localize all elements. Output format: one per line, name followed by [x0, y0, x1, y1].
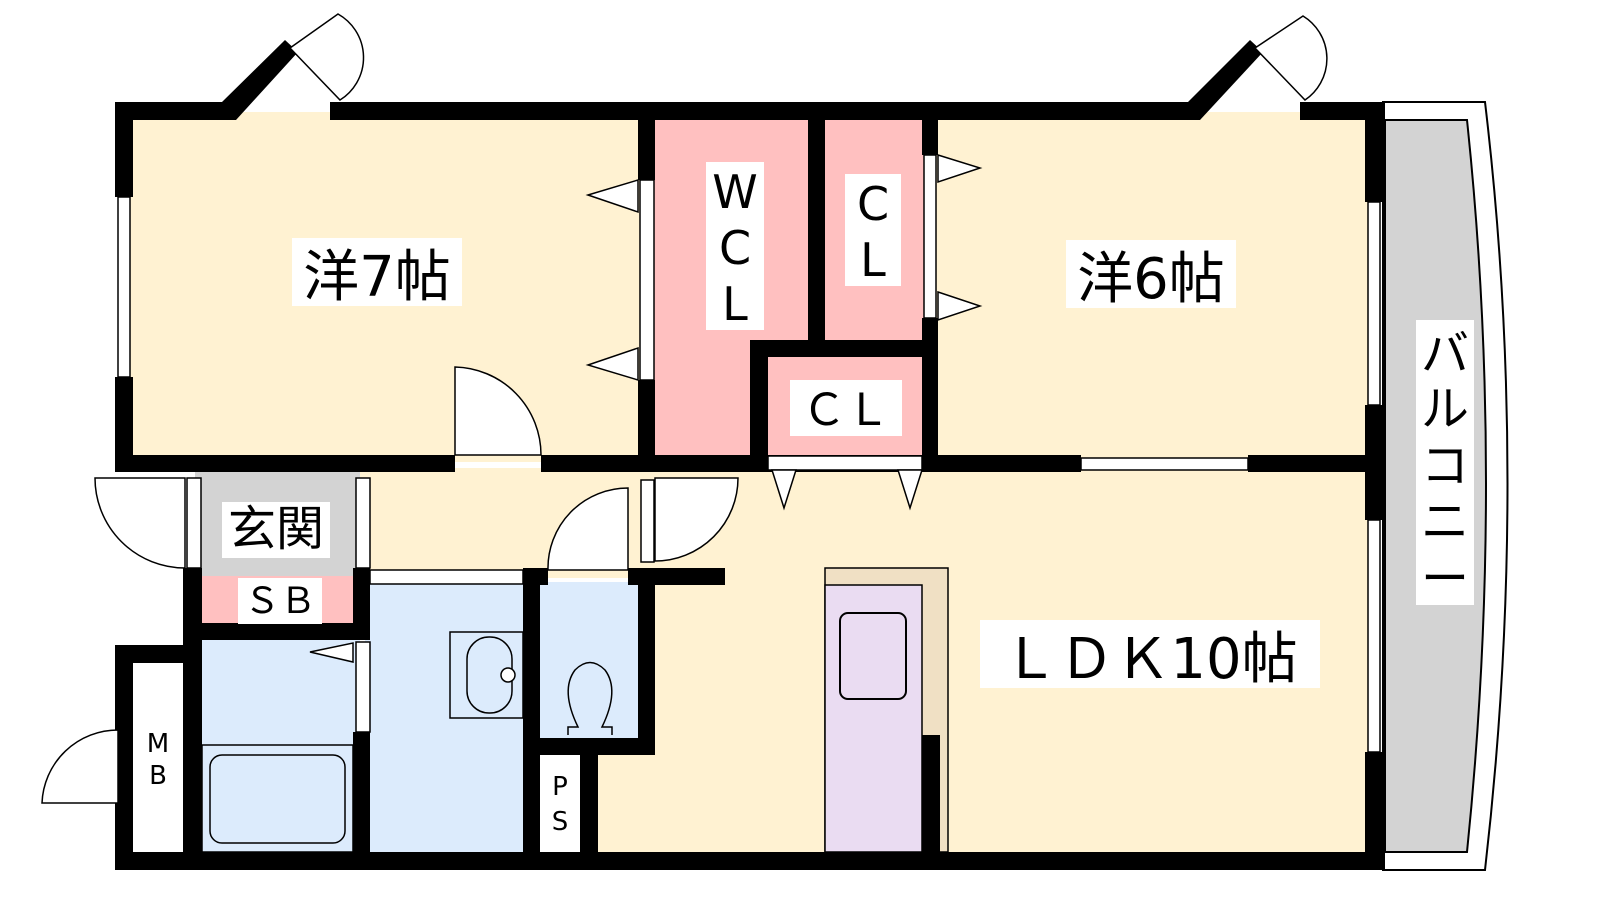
- label-balcony-2: ル: [1421, 381, 1469, 437]
- label-wcl-w: W: [712, 165, 757, 219]
- room-label-ldk: ＬＤＫ10帖: [1002, 627, 1297, 692]
- entrance-door-icon: [94, 477, 186, 569]
- label-balcony-4: ニ: [1421, 494, 1469, 550]
- room-label-western-7: 洋7帖: [303, 245, 451, 310]
- label-cl-c: C: [857, 177, 889, 231]
- label-ps-s: S: [552, 807, 569, 837]
- label-cl-l: L: [860, 233, 886, 287]
- labels: 洋7帖 洋6帖 W C L C L ＣＬ 玄関 ＳＢ M B P S ＬＤＫ10…: [147, 162, 1474, 837]
- sink-icon: [839, 612, 907, 700]
- toilet-icon: [567, 661, 613, 735]
- label-mb-m: M: [147, 729, 169, 759]
- ps-shaft: [535, 750, 585, 855]
- label-genkan: 玄関: [228, 501, 324, 557]
- door-swing-icon: [654, 477, 739, 562]
- label-wcl-l: L: [722, 277, 748, 331]
- room-label-western-6: 洋6帖: [1077, 247, 1225, 312]
- label-ps-p: P: [552, 772, 568, 802]
- door-swing-icon: [288, 13, 365, 101]
- label-balcony-1: バ: [1421, 326, 1469, 382]
- label-balcony-5: ー: [1421, 551, 1469, 607]
- label-balcony-3: コ: [1421, 438, 1469, 494]
- bathtub-icon: [209, 754, 346, 844]
- washroom: [365, 582, 530, 857]
- label-cl-lower: ＣＬ: [802, 385, 890, 436]
- toilet-door-icon: [547, 487, 629, 571]
- label-wcl-c: C: [719, 221, 751, 275]
- door-swing-icon: [1253, 15, 1328, 101]
- label-mb-b: B: [149, 761, 167, 791]
- mb-shaft: [128, 660, 188, 855]
- doors-and-fixtures: [41, 13, 1381, 853]
- door-swing-icon: [454, 366, 542, 456]
- label-sb: ＳＢ: [244, 581, 316, 622]
- mb-door-icon: [41, 729, 119, 804]
